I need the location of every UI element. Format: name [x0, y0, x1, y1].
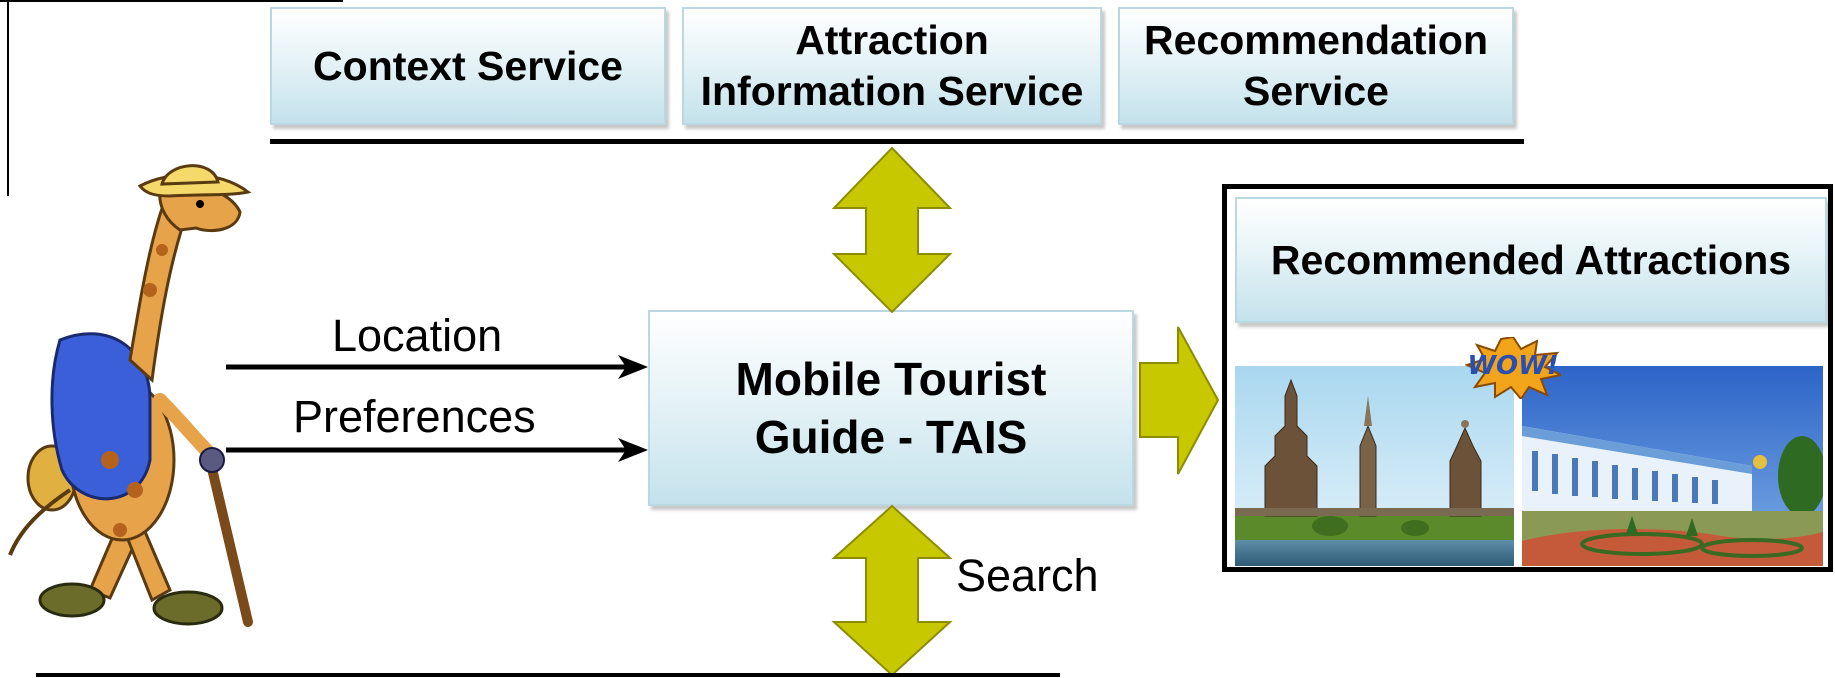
- attraction-photo-palace: [1522, 366, 1823, 566]
- location-label: Location: [332, 310, 503, 361]
- recommended-attractions-title: Recommended Attractions: [1270, 236, 1792, 283]
- search-label: Search: [956, 550, 1099, 601]
- corner-line-top: [0, 0, 343, 2]
- attraction-info-service-label: Attraction Information Service: [700, 17, 1084, 114]
- recommendation-service-label: Recommendation Service: [1144, 17, 1488, 114]
- recommendation-service-box: Recommendation Service: [1118, 7, 1514, 125]
- wow-badge: WOW!: [1465, 337, 1561, 399]
- giraffe-tourist-illustration: [8, 164, 253, 627]
- context-service-label: Context Service: [313, 42, 623, 89]
- mobile-tourist-guide-box: Mobile Tourist Guide - TAIS: [648, 310, 1134, 506]
- preferences-label: Preferences: [293, 391, 536, 442]
- attraction-info-service-box: Attraction Information Service: [682, 7, 1102, 125]
- location-arrow: [226, 355, 648, 379]
- corner-line-left: [7, 0, 9, 196]
- services-base-line: [270, 139, 1524, 144]
- double-arrow-top: [831, 146, 953, 314]
- double-arrow-bottom: [831, 504, 953, 677]
- preferences-arrow: [226, 438, 648, 462]
- context-service-box: Context Service: [270, 7, 666, 125]
- mobile-tourist-guide-label: Mobile Tourist Guide - TAIS: [735, 353, 1047, 463]
- right-arrow: [1139, 326, 1220, 475]
- attraction-photo-wooden-churches: [1235, 366, 1514, 566]
- recommended-attractions-header: Recommended Attractions: [1235, 197, 1827, 323]
- recommended-attractions-panel: Recommended Attractions: [1222, 184, 1833, 572]
- wow-badge-text: WOW!: [1467, 351, 1559, 381]
